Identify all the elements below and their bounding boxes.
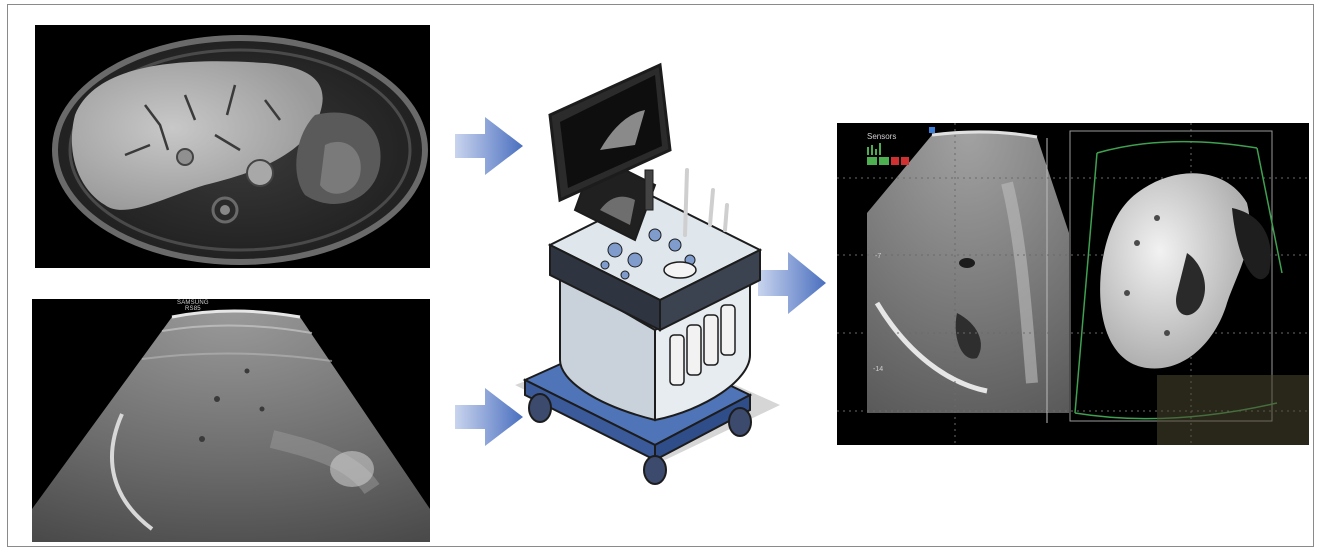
depth-marker: -14 [873, 366, 883, 373]
brand-line-2: RS85 [177, 306, 209, 312]
ultrasound-brand-label: SAMSUNG RS85 [177, 300, 209, 312]
ultrasound-liver-image: SAMSUNG RS85 [32, 299, 430, 542]
ultrasound-machine-illustration [505, 60, 780, 500]
mri-liver-image [35, 25, 430, 268]
sensors-label: Sensors [867, 132, 896, 141]
fusion-imaging-display: Sensors -7 -14 [837, 123, 1309, 445]
depth-marker: -7 [875, 253, 881, 260]
